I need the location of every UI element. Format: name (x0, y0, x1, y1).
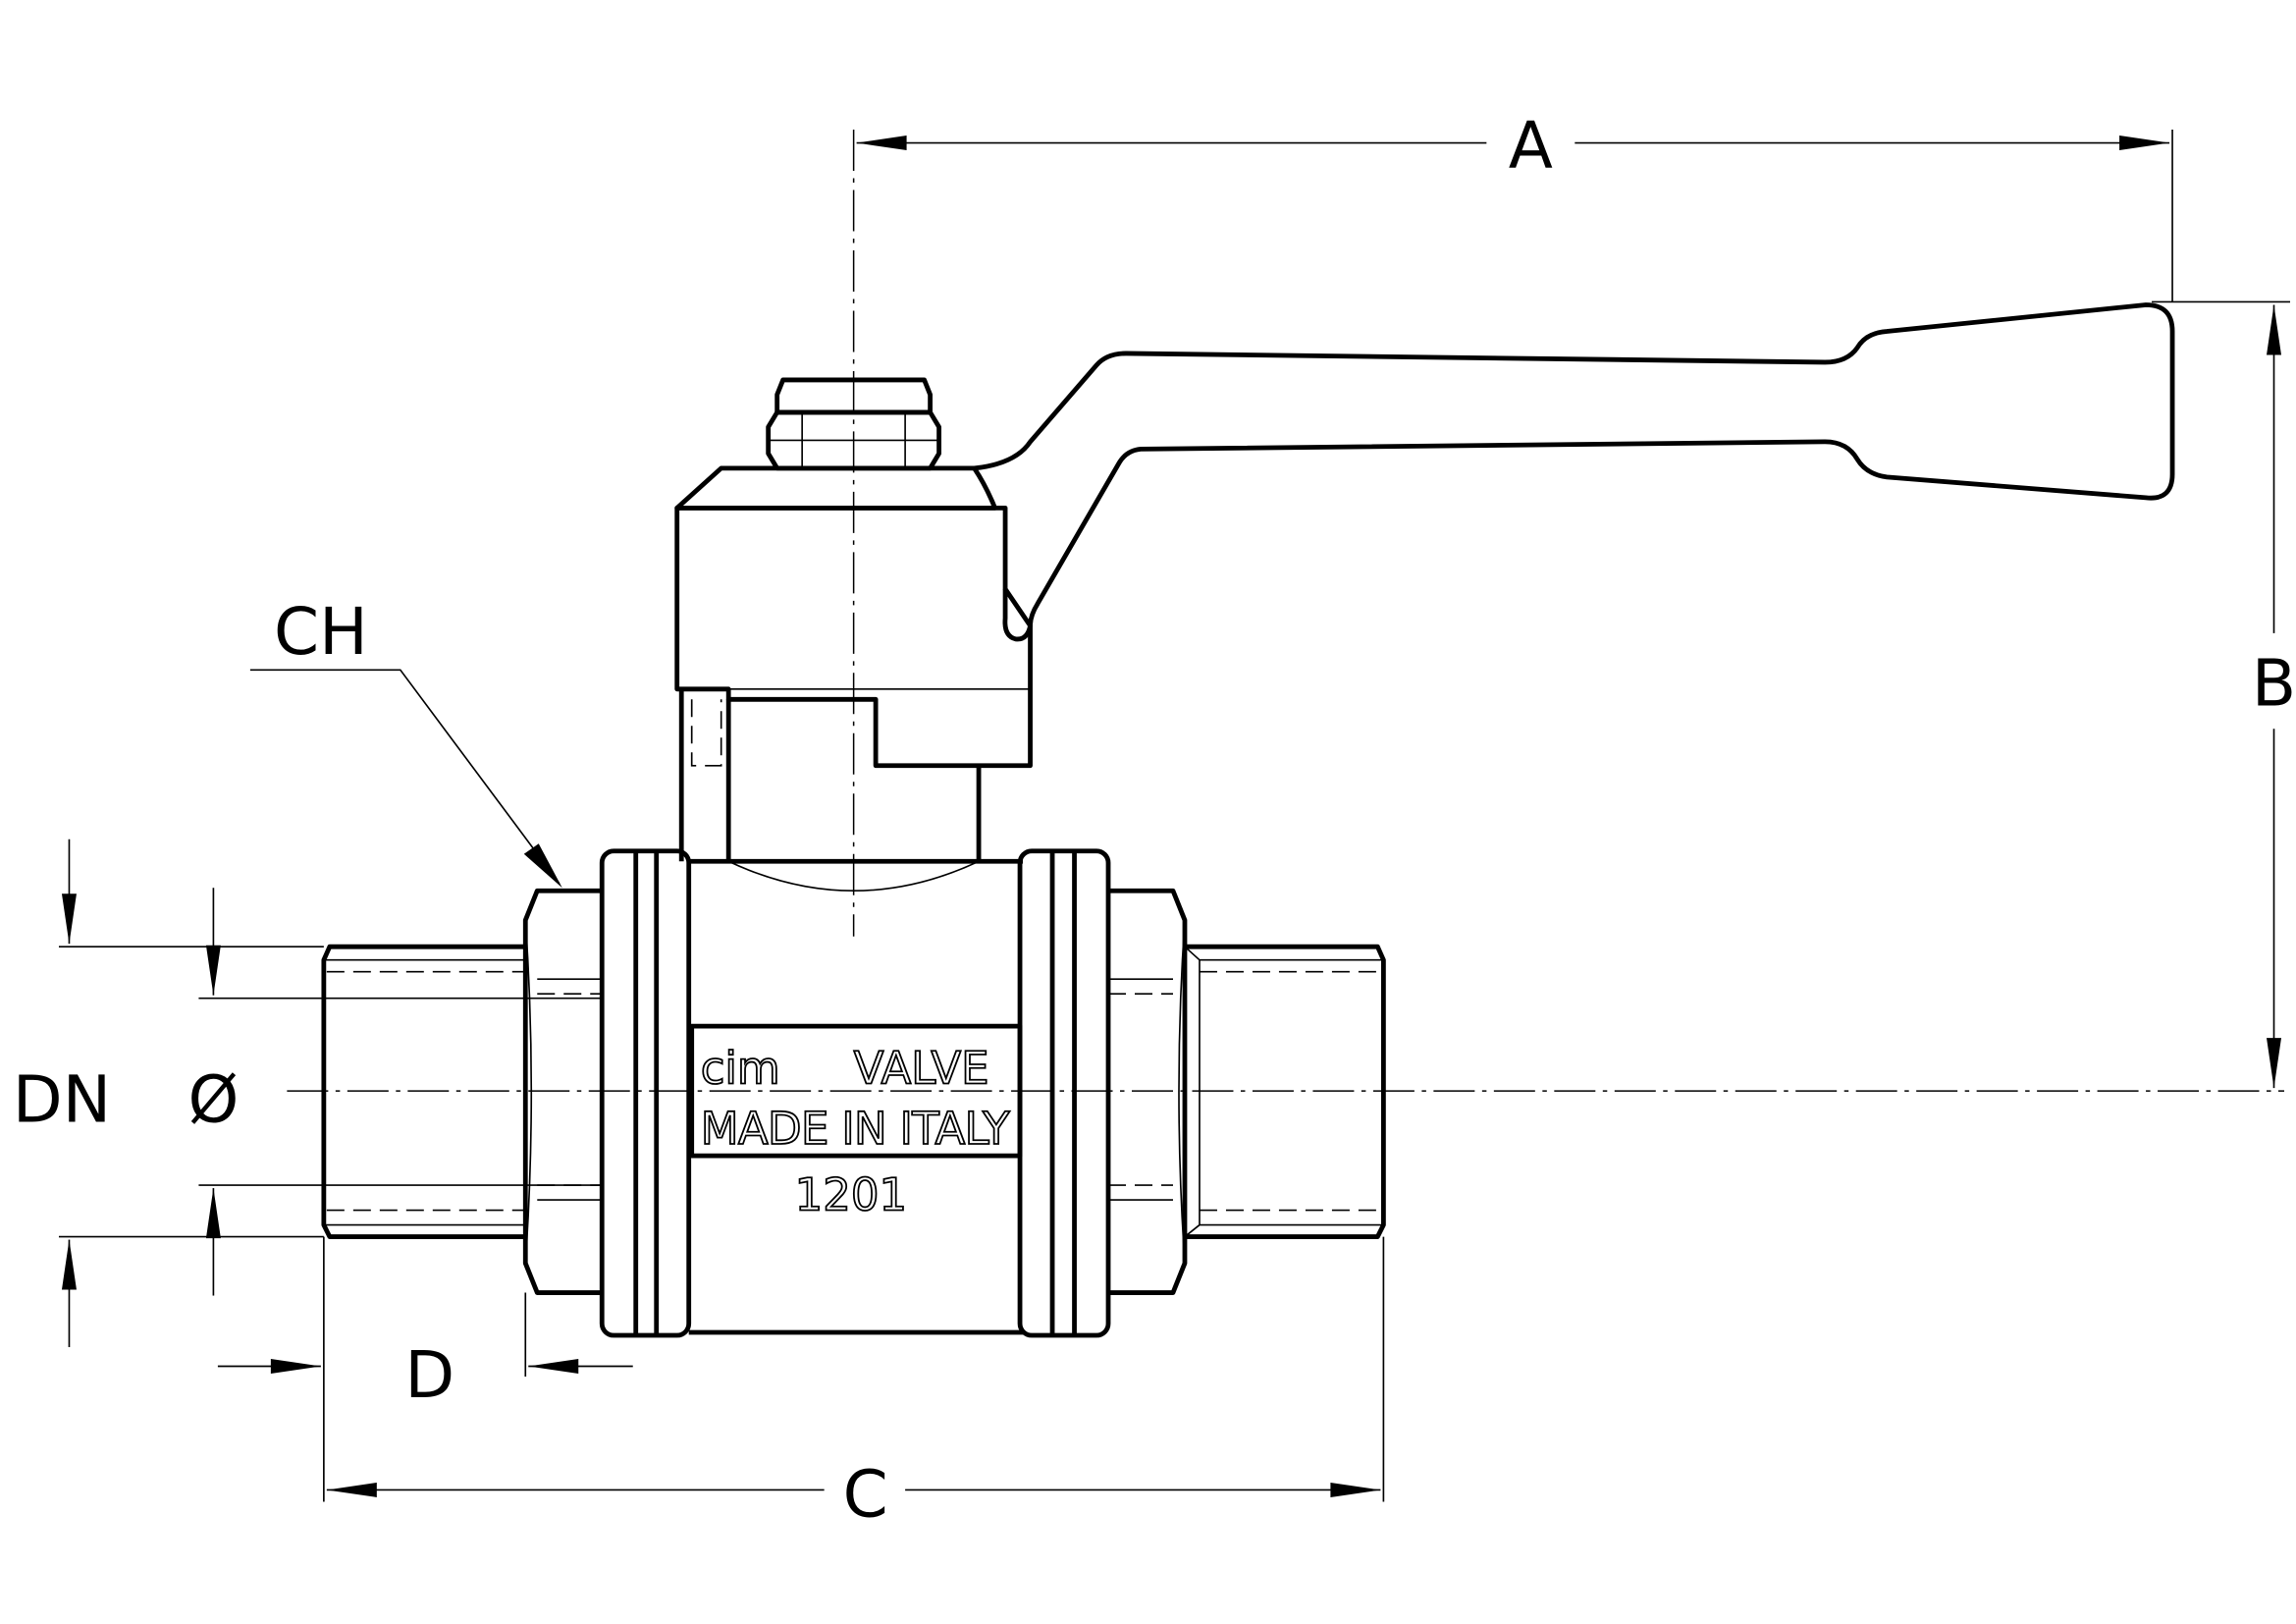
right-hex (1108, 888, 1188, 1295)
dimension-d-label: D (404, 1337, 454, 1413)
code-marking: 1201 (795, 1169, 907, 1221)
left-flange (599, 848, 692, 1338)
dimension-dn-label: DN (13, 1062, 111, 1138)
stem-nut (766, 377, 941, 471)
dimension-ch-label: CH (274, 594, 368, 670)
dimension-b: B (2152, 300, 2296, 1089)
dimension-b-label: B (2252, 645, 2296, 721)
left-threaded-end (321, 944, 526, 1239)
dimension-a-label: A (1509, 108, 1553, 184)
right-flange (1017, 848, 1111, 1338)
dimension-dn: DN (13, 839, 324, 1348)
origin-marking: MADE IN ITALY (701, 1103, 1010, 1155)
lever-handle (674, 302, 2175, 769)
dimension-a: A (856, 108, 2173, 302)
dimension-diameter: Ø (187, 888, 604, 1296)
dimension-c-label: C (843, 1456, 888, 1532)
dimension-c: C (326, 1236, 1385, 1532)
valve-body: cim VALVE MADE IN ITALY 1201 (688, 858, 1024, 1335)
brand-suffix-marking: VALVE (854, 1043, 989, 1095)
right-threaded-end (1184, 944, 1386, 1239)
stem (678, 688, 982, 892)
brand-marking: cim (701, 1043, 780, 1095)
dimension-ch: CH (249, 594, 562, 889)
dimension-d: D (217, 1236, 633, 1502)
dimension-diameter-label: Ø (187, 1062, 239, 1138)
